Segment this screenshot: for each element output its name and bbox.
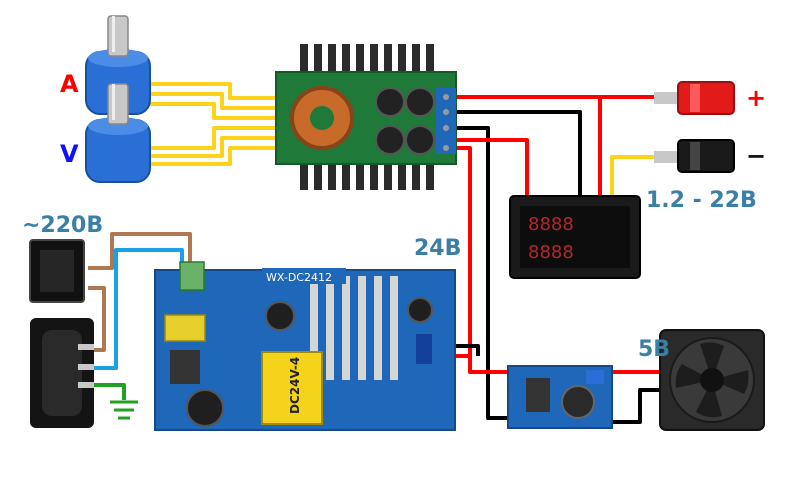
binding-post-icon (654, 81, 735, 115)
wire-red-meter-2 (455, 138, 529, 198)
rocker-switch-icon (29, 239, 85, 303)
wire-yellow-4 (150, 126, 276, 150)
wire-blue-1 (92, 248, 184, 370)
wire-brown-1 (88, 232, 192, 270)
wire-red-in (455, 146, 510, 374)
svg-text:8888: 8888 (528, 214, 574, 235)
wires (88, 82, 665, 424)
wire-yellow-2 (150, 92, 276, 110)
wire-yellow-5 (150, 136, 276, 158)
potentiometer-icon (85, 15, 151, 115)
voltmeter-display-icon: 8888 8888 (509, 195, 641, 279)
psu-board: WX-DC2412 DC24V-4 (154, 261, 456, 431)
wire-black-in (455, 126, 508, 420)
wire-yellow-6 (150, 146, 276, 166)
wire-yellow-1 (150, 82, 276, 100)
fan-icon (659, 329, 765, 431)
svg-text:8888: 8888 (528, 242, 574, 263)
psu-voltage-label: 24B (414, 236, 462, 261)
ground-icon (110, 400, 138, 420)
potentiometer-icon (85, 83, 151, 183)
output-range-label: 1.2 - 22B (646, 188, 757, 213)
ammeter-pot-label: A (60, 70, 79, 98)
voltmeter-pot-label: V (60, 140, 79, 168)
iec-socket-icon (30, 318, 94, 428)
binding-post-icon (654, 139, 735, 173)
wire-black-fan (612, 388, 665, 424)
wire-black-out (455, 110, 582, 198)
wire-green-ground (92, 383, 126, 400)
psu-transformer-text: DC24V-4 (288, 357, 302, 414)
buck-converter-5v-module (507, 365, 613, 429)
wire-yellow-out-minus (610, 155, 660, 198)
buck-converter-module (275, 44, 457, 190)
mains-input-label: ~220B (22, 213, 104, 238)
positive-terminal-label: + (746, 84, 767, 112)
wire-brown-2 (88, 286, 106, 352)
wire-yellow-3 (150, 102, 276, 120)
psu-model-text: WX-DC2412 (266, 271, 332, 284)
negative-terminal-label: − (746, 142, 767, 170)
fan-voltage-label: 5B (638, 337, 671, 362)
